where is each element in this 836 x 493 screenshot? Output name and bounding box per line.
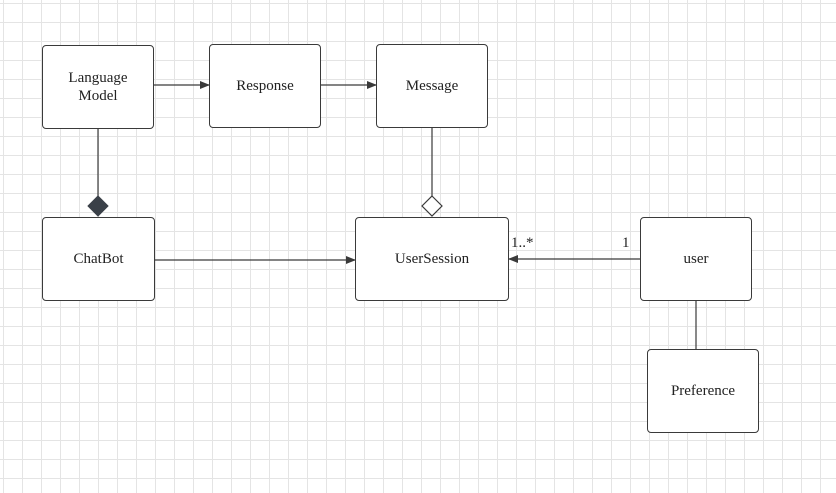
multiplicity-user-session-end: 1..*	[511, 235, 534, 251]
composition-diamond	[87, 195, 109, 217]
class-box-user-session[interactable]: UserSession	[355, 217, 509, 301]
class-label-user: user	[683, 251, 709, 267]
class-box-user[interactable]: user	[640, 217, 752, 301]
aggregation-diamond	[421, 195, 443, 217]
class-label-language-model: Language Model	[68, 70, 128, 104]
multiplicity-user-end: 1	[622, 235, 630, 251]
class-box-message[interactable]: Message	[376, 44, 488, 128]
class-label-chatbot: ChatBot	[73, 251, 124, 267]
class-box-language-model[interactable]: Language Model	[42, 45, 154, 129]
class-label-response: Response	[236, 78, 294, 94]
class-label-message: Message	[405, 78, 459, 94]
class-label-preference: Preference	[670, 383, 736, 399]
class-box-preference[interactable]: Preference	[647, 349, 759, 433]
class-box-chatbot[interactable]: ChatBot	[42, 217, 155, 301]
class-label-user-session: UserSession	[394, 251, 470, 267]
class-box-response[interactable]: Response	[209, 44, 321, 128]
